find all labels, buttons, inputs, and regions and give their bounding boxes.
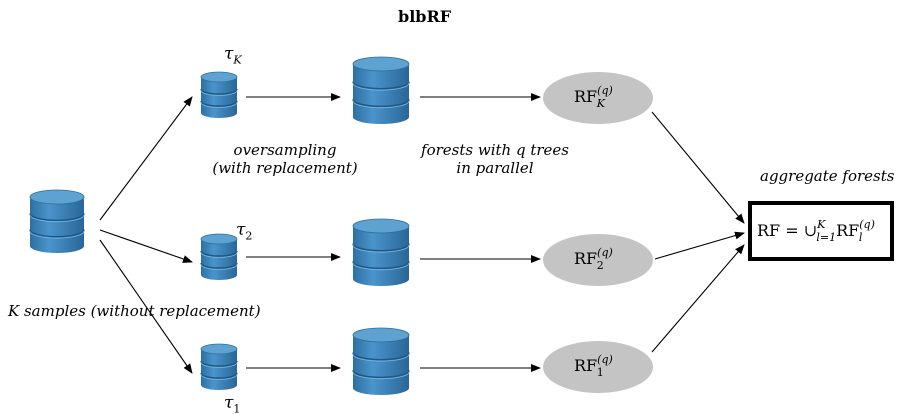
forest-1-database-icon: [352, 327, 410, 395]
rf-2-label: RF(q)2: [574, 246, 613, 272]
aggregate-box: [748, 201, 894, 261]
aggregate-forests-label: aggregate forests: [760, 167, 895, 185]
tau-1-label: τ1: [224, 393, 241, 415]
subsample-2-database-icon: [200, 233, 238, 280]
forest-2-database-icon: [352, 218, 410, 286]
rf-1-label: RF(q)1: [574, 353, 613, 379]
rf-ellipse-2: [543, 234, 653, 286]
oversampling-label: oversampling (with replacement): [212, 141, 358, 177]
rf-K-label: RF(q)K: [574, 84, 613, 110]
forests-parallel-label: forests with q trees in parallel: [421, 141, 569, 177]
k-samples-label: K samples (without replacement): [8, 302, 261, 320]
arrow-rf1-to-aggregate: [651, 244, 745, 353]
arrow-source-to-tau2: [99, 229, 193, 263]
tau-K-label: τK: [224, 44, 242, 67]
forest-K-database-icon: [352, 56, 410, 124]
subsample-K-database-icon: [200, 71, 238, 118]
aggregate-formula: RF = ∪Kl=1RF(q)l: [757, 218, 875, 244]
rf-ellipse-1: [543, 341, 653, 393]
subsample-1-database-icon: [200, 343, 238, 390]
source-database-icon: [29, 189, 85, 253]
tau-2-label: τ2: [236, 220, 253, 243]
arrow-source-to-tau1: [99, 239, 193, 374]
arrow-source-to-tauK: [99, 96, 193, 221]
diagram-title: blbRF: [398, 7, 452, 26]
rf-ellipse-K: [543, 72, 653, 124]
arrow-rf2-to-aggregate: [654, 231, 745, 260]
arrow-rfK-to-aggregate: [651, 111, 745, 224]
